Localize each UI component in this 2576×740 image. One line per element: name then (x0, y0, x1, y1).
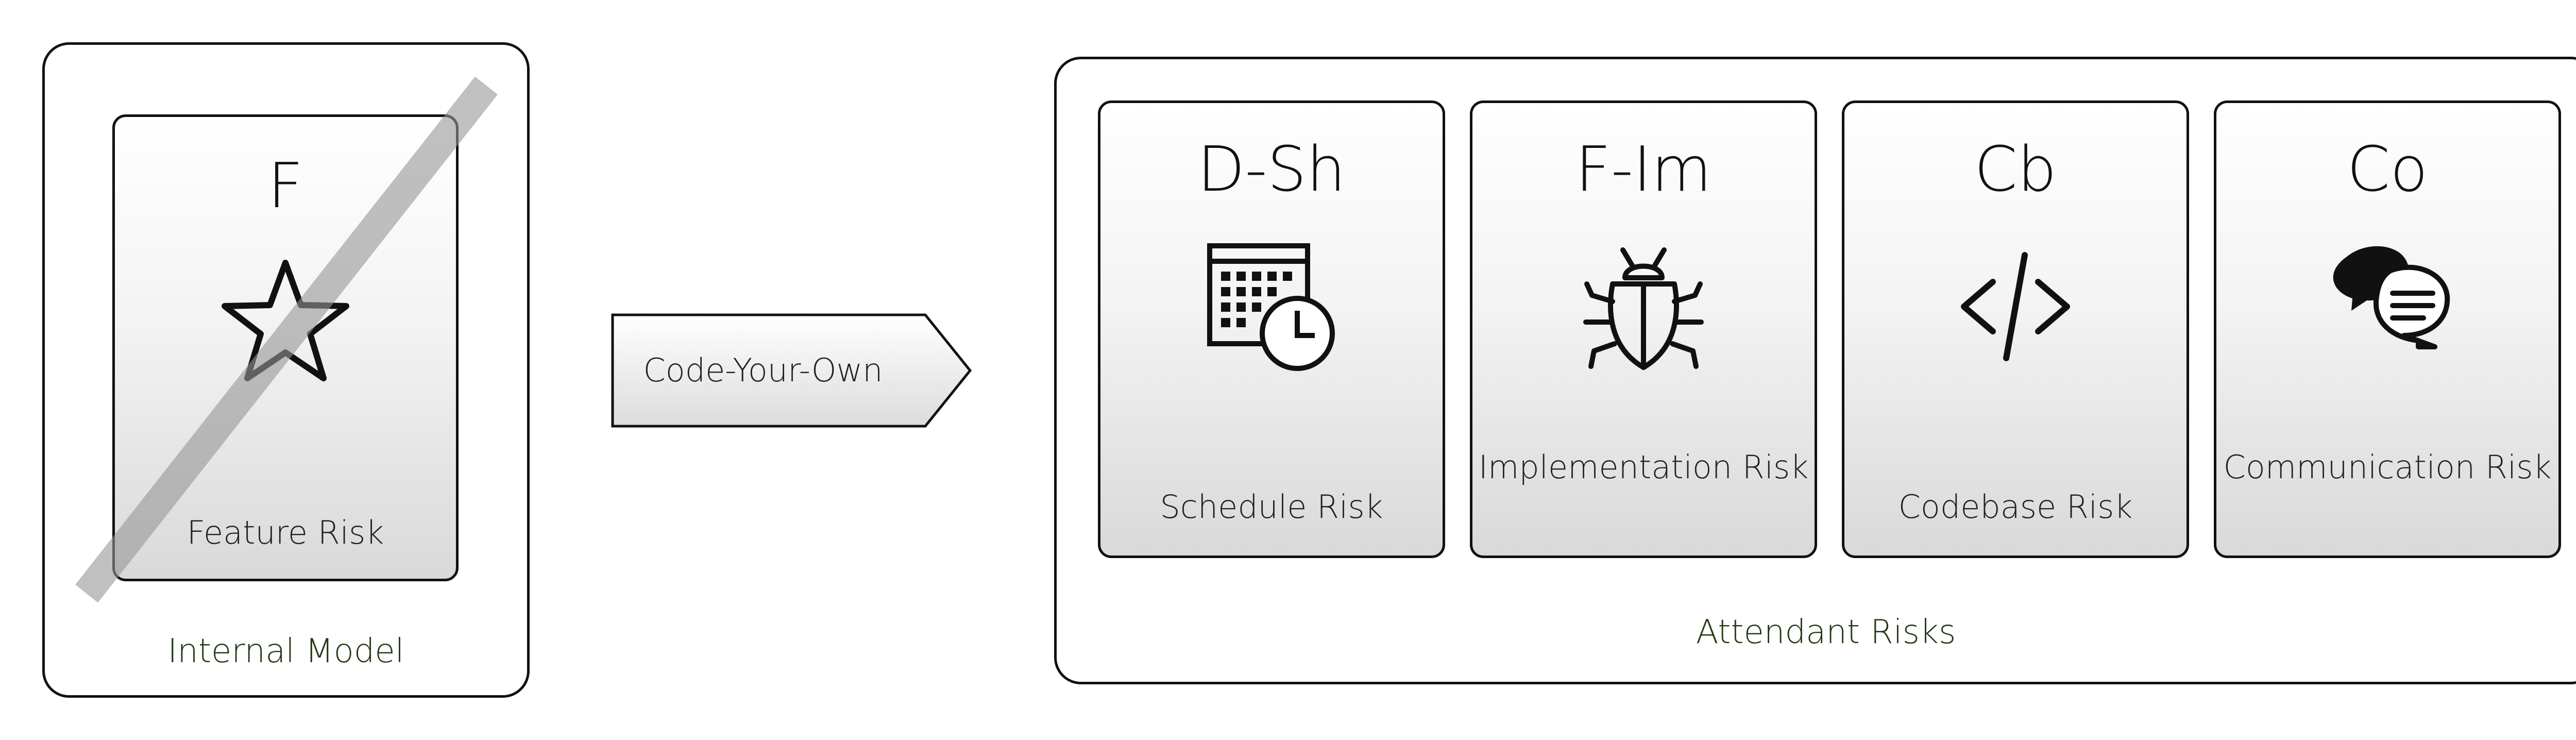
internal-model-group: F Feature Risk Internal Model (42, 42, 530, 698)
implementation-risk-card: F-Im Implementation Risk (1470, 100, 1817, 558)
card-label: Feature Risk (187, 514, 384, 551)
bug-icon (1571, 234, 1716, 379)
code-your-own-arrow: Code-Your-Own (611, 313, 972, 428)
attendant-risks-group: D-Sh Schedule Risk F-Im (1054, 57, 2576, 684)
group-label: Attendant Risks (1696, 613, 1956, 651)
communication-risk-card: Co Communication Risk (2214, 100, 2561, 558)
card-label: Communication Risk (2223, 448, 2552, 486)
card-code: F-Im (1575, 134, 1712, 206)
codebase-risk-card: Cb Codebase Risk (1842, 100, 2189, 558)
calendar-clock-icon (1199, 234, 1344, 379)
card-code: Cb (1974, 134, 2057, 206)
card-label: Schedule Risk (1160, 488, 1383, 526)
card-code: F (267, 150, 303, 222)
group-label: Internal Model (167, 632, 404, 670)
card-label: Codebase Risk (1898, 488, 2133, 526)
speech-bubbles-icon (2315, 234, 2460, 379)
card-label: Implementation Risk (1478, 448, 1809, 486)
code-brackets-icon (1943, 234, 2088, 379)
schedule-risk-card: D-Sh Schedule Risk (1098, 100, 1445, 558)
arrow-label: Code-Your-Own (643, 351, 883, 389)
feature-risk-card: F Feature Risk (112, 114, 459, 581)
star-icon (213, 248, 358, 393)
card-code: D-Sh (1197, 134, 1346, 206)
card-code: Co (2347, 134, 2428, 206)
